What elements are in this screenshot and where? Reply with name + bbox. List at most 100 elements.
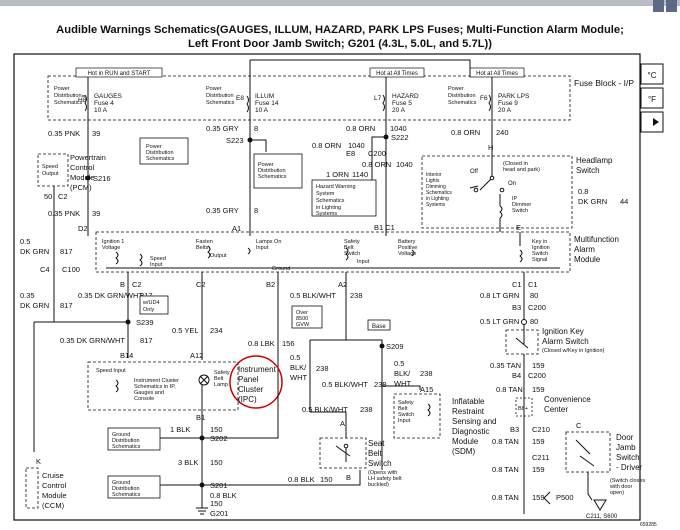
svg-text:E: E (516, 223, 521, 232)
svg-text:°F: °F (648, 95, 656, 104)
svg-text:Switch: Switch (616, 453, 640, 462)
svg-text:Power: Power (206, 86, 222, 92)
splice-s239: S239 (136, 318, 154, 327)
svg-text:Base: Base (372, 324, 386, 330)
splice-s216: S216 (93, 174, 111, 183)
svg-text:Voltage: Voltage (102, 245, 120, 251)
svg-text:open): open) (610, 490, 624, 496)
nav-prev-button[interactable] (653, 0, 664, 12)
svg-text:Distribution: Distribution (448, 93, 476, 99)
svg-text:8: 8 (254, 206, 258, 215)
svg-text:H: H (488, 143, 493, 152)
svg-text:On: On (508, 181, 516, 187)
sdm-box (393, 393, 441, 439)
svg-text:°C: °C (648, 71, 657, 80)
arrow-right-button[interactable] (640, 111, 664, 133)
svg-text:Fuse 4: Fuse 4 (94, 100, 114, 107)
svg-text:Switch: Switch (398, 412, 414, 418)
svg-text:Input: Input (256, 245, 269, 251)
svg-text:C4: C4 (40, 265, 50, 274)
svg-text:LH safety belt: LH safety belt (368, 476, 402, 482)
svg-text:1 BLK: 1 BLK (170, 425, 190, 434)
svg-text:Center: Center (544, 405, 568, 414)
svg-text:Belts: Belts (196, 245, 208, 251)
svg-text:Distribution: Distribution (206, 93, 234, 99)
svg-text:159: 159 (532, 465, 545, 474)
fuse-park-lps: Power Distribution Schematics F6 PARK LP… (448, 86, 530, 114)
svg-text:150: 150 (210, 499, 223, 508)
svg-text:Belt: Belt (398, 406, 408, 412)
fuse-block-outline (47, 75, 571, 121)
splice-s222: S222 (391, 133, 409, 142)
svg-text:0.8 ORN: 0.8 ORN (346, 124, 375, 133)
svg-text:C2: C2 (58, 192, 68, 201)
svg-text:Dimming: Dimming (426, 184, 446, 190)
fuse-block-label: Fuse Block - I/P (574, 78, 634, 88)
svg-text:Safety: Safety (344, 239, 360, 245)
svg-text:Schematics in IP,: Schematics in IP, (134, 384, 176, 390)
svg-text:Instrument Cluster: Instrument Cluster (134, 378, 179, 384)
svg-text:Schematics: Schematics (258, 174, 287, 180)
svg-text:C200: C200 (528, 371, 546, 380)
svg-text:20 A: 20 A (392, 107, 406, 114)
svg-text:Belt: Belt (344, 245, 354, 251)
diagram-frame (13, 53, 641, 521)
svg-text:0.5 BLK/WHT: 0.5 BLK/WHT (322, 380, 368, 389)
svg-text:C200: C200 (368, 149, 386, 158)
svg-text:Schematics: Schematics (316, 198, 345, 204)
top-border-bar (0, 0, 680, 6)
svg-text:Lights: Lights (426, 178, 440, 184)
svg-text:1040: 1040 (390, 124, 407, 133)
svg-text:Jamb: Jamb (616, 443, 636, 452)
svg-text:IP: IP (512, 196, 518, 202)
svg-text:C: C (576, 421, 582, 430)
svg-text:Key in: Key in (532, 239, 547, 245)
svg-text:50: 50 (44, 192, 52, 201)
fuse-gauges-pds-1: Power (54, 86, 70, 92)
headlamp-switch-box (421, 155, 573, 229)
svg-text:10 A: 10 A (255, 107, 269, 114)
svg-text:Schematics: Schematics (426, 190, 452, 196)
headlamp-switch-name: Headlamp (576, 156, 613, 165)
svg-text:w/UD4: w/UD4 (142, 300, 160, 306)
svg-text:A15: A15 (420, 385, 433, 394)
svg-text:Belt: Belt (368, 449, 383, 458)
sdm-name: Inflatable (452, 397, 485, 406)
svg-text:PARK LPS: PARK LPS (498, 93, 530, 100)
celsius-button[interactable]: °C (640, 63, 664, 85)
svg-text:with door: with door (609, 484, 632, 490)
svg-text:Diagnostic: Diagnostic (452, 427, 489, 436)
svg-text:238: 238 (374, 380, 387, 389)
svg-text:E8: E8 (236, 95, 244, 102)
svg-text:Alarm: Alarm (574, 245, 595, 254)
svg-text:Switch: Switch (512, 208, 528, 214)
svg-text:156: 156 (282, 339, 295, 348)
pcm-name: Powertrain (70, 153, 106, 162)
svg-text:Input: Input (150, 262, 163, 268)
svg-text:Distribution: Distribution (146, 150, 174, 156)
svg-text:159: 159 (532, 493, 545, 502)
svg-text:Power: Power (146, 144, 162, 150)
svg-text:B4: B4 (512, 371, 521, 380)
svg-text:Switch: Switch (368, 459, 392, 468)
svg-text:Cluster: Cluster (238, 385, 264, 394)
svg-text:in Lighting: in Lighting (316, 205, 341, 211)
svg-text:Console: Console (134, 396, 154, 402)
svg-text:20 A: 20 A (498, 107, 512, 114)
svg-text:BLK/: BLK/ (394, 369, 411, 378)
svg-text:F6: F6 (480, 95, 488, 102)
svg-text:Distribution: Distribution (258, 168, 286, 174)
svg-text:0.5 BLK/WHT: 0.5 BLK/WHT (290, 291, 336, 300)
svg-text:Schematics: Schematics (112, 492, 141, 498)
svg-text:WHT: WHT (394, 379, 411, 388)
svg-text:Power: Power (258, 162, 274, 168)
svg-text:0.8 TAN: 0.8 TAN (492, 465, 519, 474)
svg-text:(SDM): (SDM) (452, 447, 475, 456)
ipc-box (87, 361, 239, 411)
nav-next-button[interactable] (666, 0, 677, 12)
svg-text:A2: A2 (338, 280, 347, 289)
fahrenheit-button[interactable]: °F (640, 87, 664, 109)
svg-text:Panel: Panel (238, 375, 259, 384)
